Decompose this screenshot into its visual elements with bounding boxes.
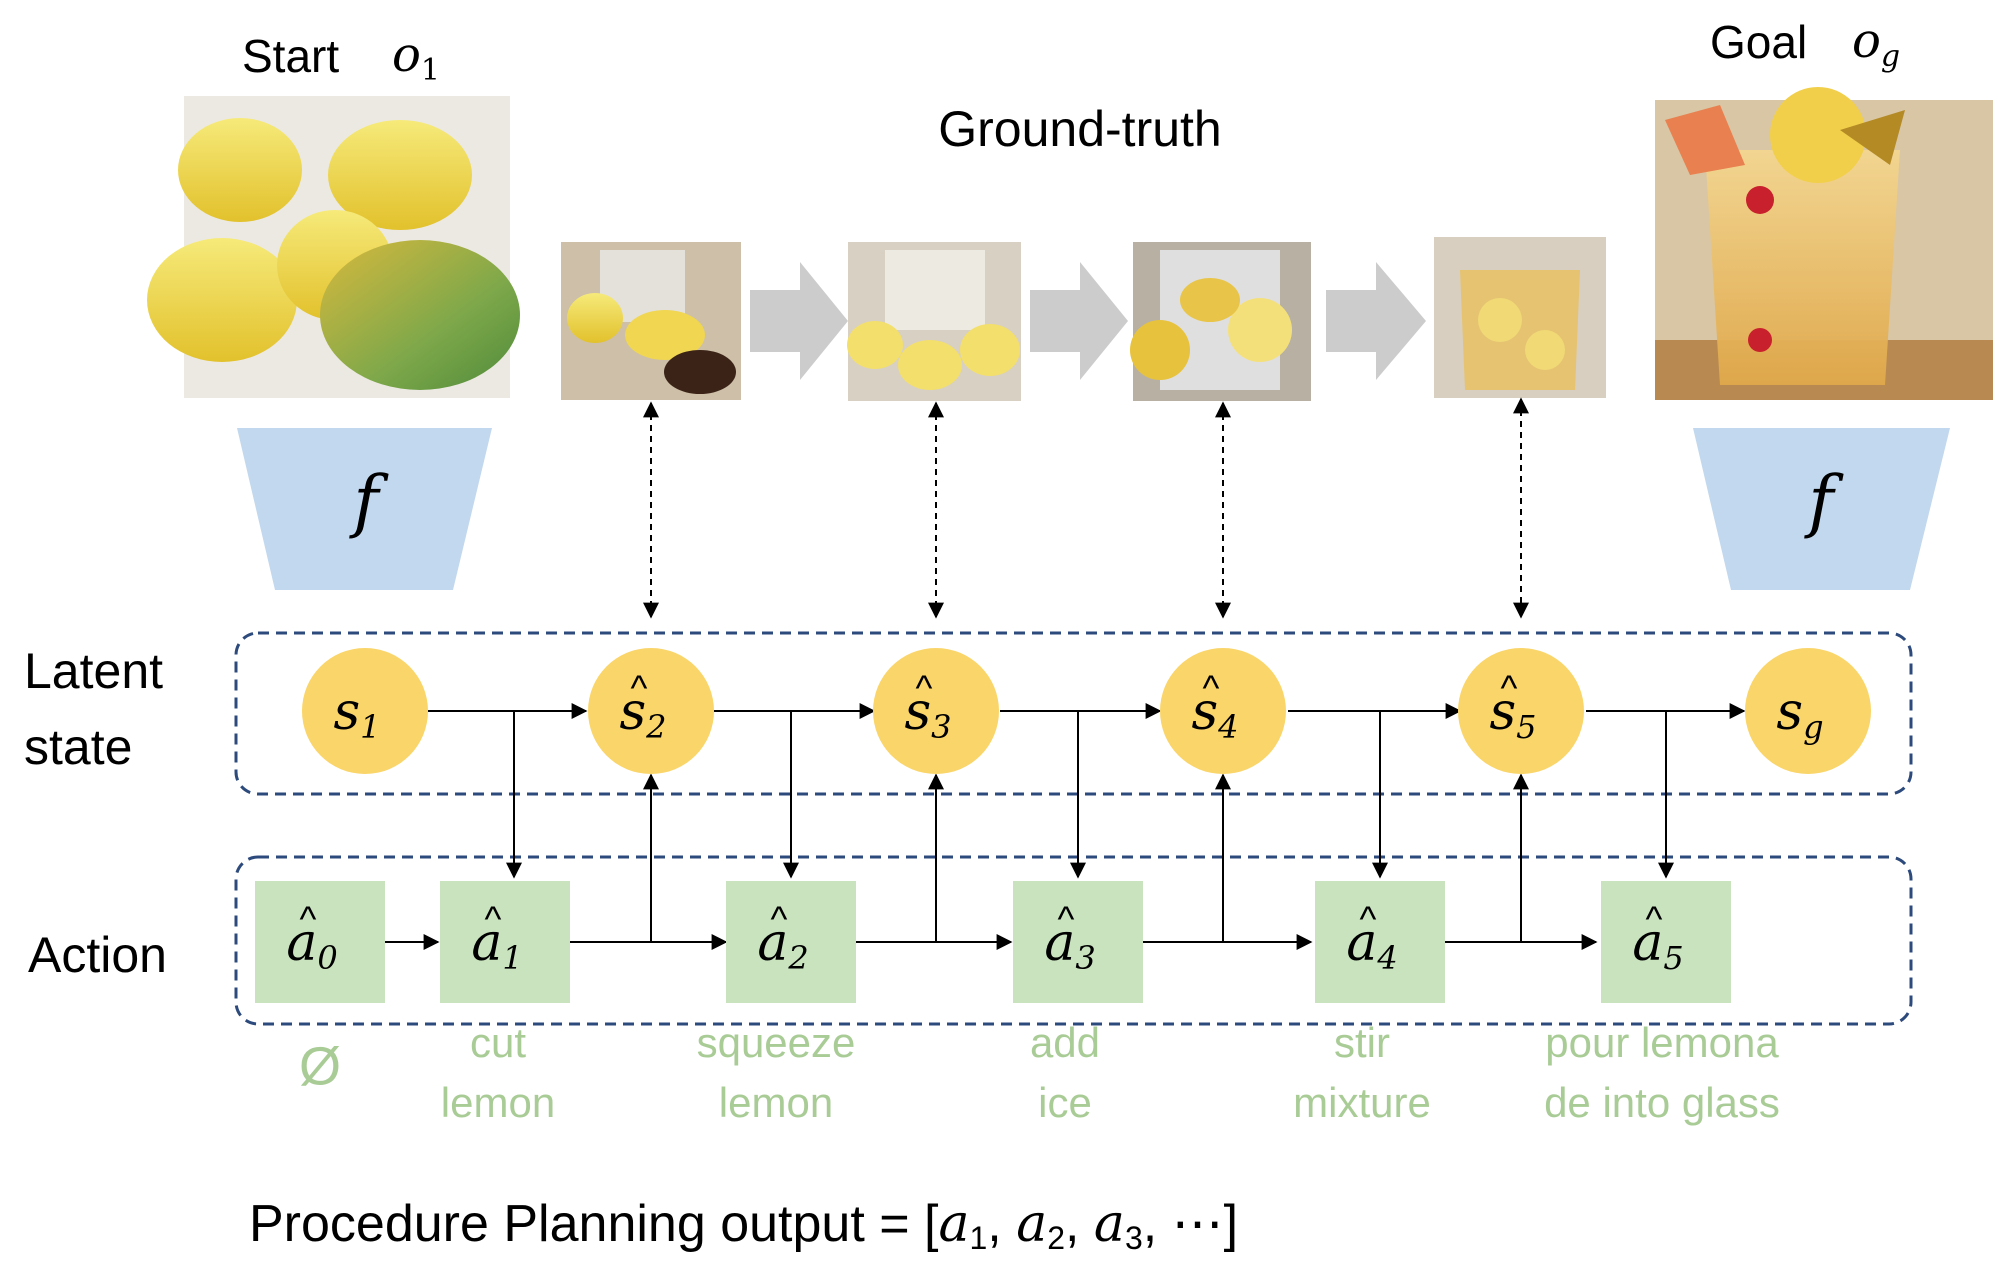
action-caption-line2: ice xyxy=(1038,1079,1092,1126)
action-node-4: a4^ xyxy=(1315,881,1445,1003)
action-caption-line1: stir xyxy=(1334,1019,1390,1066)
hat-icon: ^ xyxy=(771,899,788,940)
action-node-5: a5^ xyxy=(1601,881,1731,1003)
hat-icon: ^ xyxy=(916,668,933,709)
gt-progress-arrow-1 xyxy=(750,262,848,380)
goal-label: Goal xyxy=(1710,16,1807,68)
action-node-3: a3^ xyxy=(1013,881,1143,1003)
action-node-label: a1 xyxy=(471,913,522,977)
state-node-label: s4 xyxy=(1191,682,1238,746)
start-image xyxy=(147,96,520,398)
action-node-label: a0 xyxy=(286,913,337,977)
state-node-2: s2^ xyxy=(588,648,714,774)
action-node-1: a1^ xyxy=(440,881,570,1003)
ground-truth-label: Ground-truth xyxy=(938,101,1221,157)
hat-icon: ^ xyxy=(300,899,317,940)
action-caption-2: squeeze lemon xyxy=(697,1019,856,1126)
action-node-label: a3 xyxy=(1044,913,1095,977)
action-caption-line1: cut xyxy=(470,1019,526,1066)
action-node-0: a0^ xyxy=(255,881,385,1003)
action-caption-1: cut lemon xyxy=(441,1019,555,1126)
state-node-5: s5^ xyxy=(1458,648,1584,774)
gt-progress-arrow-2 xyxy=(1030,262,1128,380)
state-node-label: s3 xyxy=(904,682,951,746)
action-caption-line1: squeeze xyxy=(697,1019,856,1066)
state-node-label: s5 xyxy=(1489,682,1536,746)
hat-icon: ^ xyxy=(485,899,502,940)
gt-image-3 xyxy=(1130,242,1311,401)
gt-image-1 xyxy=(561,242,741,400)
latent-state-label-line2: state xyxy=(24,719,132,775)
state-node-3: s3^ xyxy=(873,648,999,774)
state-node-label: sg xyxy=(1776,682,1823,746)
latent-state-box xyxy=(234,631,1913,796)
goal-symbol: og xyxy=(1852,13,1900,75)
connections xyxy=(385,703,1746,950)
action-caption-line1: Ø xyxy=(299,1036,341,1096)
action-caption-0: Ø xyxy=(299,1036,341,1096)
latent-state-label-line1: Latent xyxy=(24,643,163,699)
gt-links xyxy=(643,397,1529,619)
hat-icon: ^ xyxy=(631,668,648,709)
goal-image xyxy=(1655,87,1993,400)
action-caption-5: pour lemona de into glass xyxy=(1544,1019,1780,1126)
action-node-2: a2^ xyxy=(726,881,856,1003)
action-box xyxy=(234,855,1913,1026)
action-caption-line2: lemon xyxy=(719,1079,833,1126)
hat-icon: ^ xyxy=(1203,668,1220,709)
action-node-label: a5 xyxy=(1632,913,1683,977)
encoder-goal: f xyxy=(1693,428,1950,590)
action-node-label: a4 xyxy=(1346,913,1397,977)
gt-image-4 xyxy=(1434,237,1606,398)
action-caption-4: stir mixture xyxy=(1293,1019,1431,1126)
action-caption-line1: pour lemona xyxy=(1545,1019,1779,1066)
start-symbol: o1 xyxy=(392,27,440,89)
action-caption-line2: lemon xyxy=(441,1079,555,1126)
action-caption-3: add ice xyxy=(1030,1019,1100,1126)
action-nodes: a0^a1^a2^a3^a4^a5^ xyxy=(255,881,1731,1003)
start-label: Start xyxy=(242,30,339,82)
state-node-g: sg xyxy=(1745,648,1871,774)
state-node-label: s1 xyxy=(333,682,380,746)
hat-icon: ^ xyxy=(1646,899,1663,940)
state-node-1: s1 xyxy=(302,648,428,774)
state-node-label: s2 xyxy=(619,682,666,746)
hat-icon: ^ xyxy=(1360,899,1377,940)
action-caption-line2: mixture xyxy=(1293,1079,1431,1126)
action-label: Action xyxy=(28,927,167,983)
gt-image-2 xyxy=(847,242,1021,401)
state-node-4: s4^ xyxy=(1160,648,1286,774)
hat-icon: ^ xyxy=(1058,899,1075,940)
action-caption-line1: add xyxy=(1030,1019,1100,1066)
output-formula: Procedure Planning output = [a1, a2, a3,… xyxy=(249,1194,1238,1257)
gt-progress-arrow-3 xyxy=(1326,262,1426,380)
hat-icon: ^ xyxy=(1501,668,1518,709)
encoder-start: f xyxy=(237,428,492,590)
action-node-label: a2 xyxy=(757,913,808,977)
action-caption-line2: de into glass xyxy=(1544,1079,1780,1126)
